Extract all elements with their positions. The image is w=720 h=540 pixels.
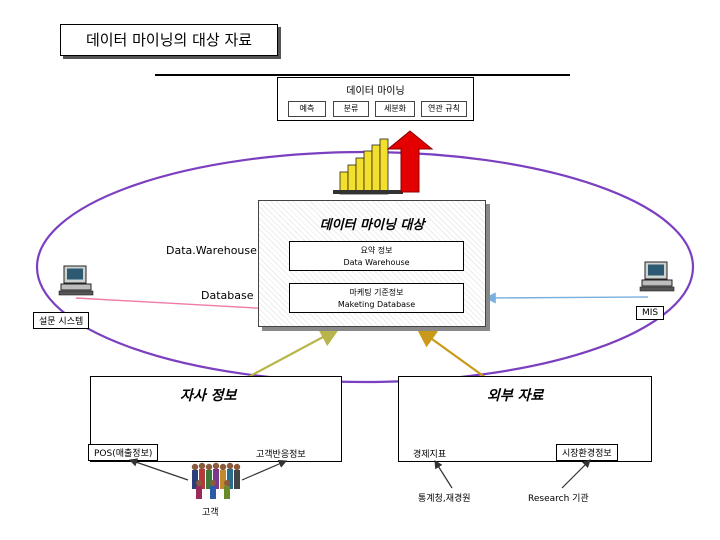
page-title: 데이터 마이닝의 대상 자료 bbox=[60, 24, 278, 56]
summary-info-sub: Data Warehouse bbox=[343, 258, 410, 267]
research-institute-label: Research 기관 bbox=[528, 494, 589, 504]
marketing-info-sub: Maketing Database bbox=[337, 300, 416, 309]
summary-info-box: 요약 정보 Data Warehouse bbox=[289, 241, 464, 271]
data-mining-box: 데이터 마이닝 예측 분류 세분화 연관 규칙 bbox=[277, 77, 474, 121]
blue-arrow bbox=[484, 292, 649, 304]
data-mining-title: 데이터 마이닝 bbox=[346, 86, 405, 97]
computer-icon bbox=[639, 261, 675, 292]
task-prediction: 예측 bbox=[288, 101, 326, 117]
pos-label: POS(매출정보) bbox=[88, 444, 159, 461]
people-icon bbox=[191, 462, 241, 499]
bar-steps-icon bbox=[333, 138, 403, 195]
pink-arrow bbox=[75, 297, 294, 316]
summary-info-label: 요약 정보 bbox=[360, 246, 393, 255]
internal-info-title: 자사 정보 bbox=[180, 388, 237, 404]
top-rule bbox=[155, 74, 570, 76]
task-association-rules: 연관 규칙 bbox=[421, 101, 467, 117]
customer-label: 고객 bbox=[202, 508, 219, 518]
survey-system-label: 설문 시스템 bbox=[33, 312, 90, 329]
database-label: Database bbox=[201, 289, 254, 302]
economic-indicator-label: 경제지표 bbox=[413, 450, 447, 460]
task-classification: 분류 bbox=[333, 101, 369, 117]
marketing-info-box: 마케팅 기준정보 Maketing Database bbox=[289, 283, 464, 313]
computer-icon bbox=[58, 265, 94, 296]
mining-target-title: 데이터 마이닝 대상 bbox=[319, 218, 425, 233]
external-info-title: 외부 자료 bbox=[487, 388, 544, 404]
up-arrow-icon bbox=[386, 130, 434, 193]
mining-target-box: 데이터 마이닝 대상 요약 정보 Data Warehouse 마케팅 기준정보… bbox=[258, 200, 486, 327]
marketing-info-label: 마케팅 기준정보 bbox=[349, 288, 404, 297]
task-segmentation: 세분화 bbox=[375, 101, 415, 117]
market-info-label: 시장환경정보 bbox=[556, 444, 618, 461]
data-warehouse-label: Data.Warehouse bbox=[166, 244, 257, 257]
customer-response-label: 고객반응정보 bbox=[256, 450, 306, 460]
statistics-office-label: 통계청,재경원 bbox=[418, 494, 471, 504]
mis-label: MIS bbox=[636, 306, 665, 320]
